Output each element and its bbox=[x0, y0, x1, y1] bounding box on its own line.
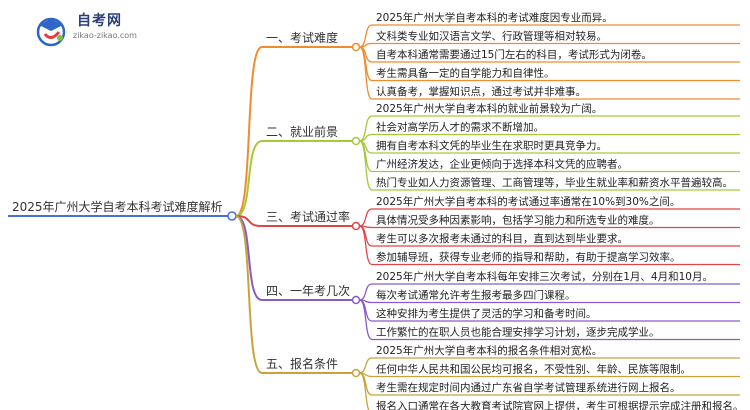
leaf-label: 认真备考，掌握知识点，通过考试并非难事。 bbox=[376, 85, 586, 98]
leaf-connector bbox=[358, 46, 373, 100]
root-node-dot[interactable] bbox=[227, 211, 237, 221]
leaf-connector bbox=[359, 283, 373, 301]
leaf-label: 具体情况受多种因素影响，包括学习能力和所选专业的难度。 bbox=[376, 214, 660, 227]
branch-connector bbox=[235, 140, 263, 217]
leaf-connector bbox=[359, 225, 373, 266]
leaf-label: 这种安排为考生提供了灵活的学习和备考时间。 bbox=[376, 307, 597, 320]
branch-label[interactable]: 三、考试通过率 bbox=[266, 209, 350, 224]
branch-node-dot[interactable] bbox=[351, 368, 361, 378]
branch-connector bbox=[235, 46, 263, 217]
branch-label[interactable]: 五、报名条件 bbox=[266, 356, 338, 371]
leaf-label: 报名入口通常在各大教育考试院官网上提供，考生可根据提示完成注册和报名。 bbox=[376, 400, 744, 410]
leaf-label: 任何中华人民共和国公民均可报名，不受性别、年龄、民族等限制。 bbox=[376, 363, 691, 376]
leaf-connector bbox=[359, 140, 373, 191]
leaf-label: 2025年广州大学自考本科的考试难度因专业而异。 bbox=[376, 11, 613, 24]
leaf-label: 参加辅导班，获得专业老师的指导和帮助，有助于提高学习效率。 bbox=[376, 251, 681, 264]
leaf-label: 文科类专业如汉语言文学、行政管理等相对较易。 bbox=[376, 30, 607, 43]
leaf-connector bbox=[359, 372, 370, 410]
logo-domain: zikao-zikao.com bbox=[73, 31, 137, 40]
graduation-cap-icon bbox=[36, 17, 66, 47]
leaf-label: 2025年广州大学自考本科每年安排三次考试，分别在1月、4月和10月。 bbox=[376, 270, 713, 283]
leaf-label: 2025年广州大学自考本科的考试通过率通常在10%到30%之间。 bbox=[376, 195, 680, 208]
branch-label[interactable]: 四、一年考几次 bbox=[266, 284, 350, 298]
leaf-label: 工作繁忙的在职人员也能合理安排学习计划，逐步完成学业。 bbox=[376, 326, 660, 339]
branch-label[interactable]: 一、考试难度 bbox=[266, 30, 338, 45]
leaf-label: 2025年广州大学自考本科的就业前景较为广阔。 bbox=[376, 102, 602, 115]
leaf-connector bbox=[359, 42, 373, 48]
branch-node-dot[interactable] bbox=[351, 295, 361, 305]
leaf-label: 考生需具备一定的自学能力和自律性。 bbox=[376, 67, 555, 80]
logo-name: 自考网 bbox=[77, 13, 122, 29]
leaf-label: 每次考试通常允许考生报考最多四门课程。 bbox=[376, 289, 576, 302]
site-logo[interactable]: 自考网 zikao-zikao.com bbox=[33, 10, 153, 50]
leaf-label: 社会对高学历人才的需求不断增加。 bbox=[376, 121, 544, 134]
leaf-connector bbox=[359, 357, 373, 374]
leaf-connector bbox=[359, 299, 373, 341]
branch-connector bbox=[235, 215, 263, 374]
leaf-label: 考生可以多次报考未通过的科目，直到达到毕业要求。 bbox=[376, 232, 628, 245]
branch-node-dot[interactable] bbox=[351, 42, 361, 52]
leaf-label: 2025年广州大学自考本科的报名条件相对宽松。 bbox=[376, 344, 602, 357]
branch-node-dot[interactable] bbox=[351, 221, 361, 231]
branch-label[interactable]: 二、就业前景 bbox=[266, 124, 338, 139]
root-label: 2025年广州大学自考本科考试难度解析 bbox=[12, 199, 223, 214]
leaf-label: 自考本科通常需要通过15门左右的科目，考试形式为闭卷。 bbox=[376, 48, 652, 61]
branch-node-dot[interactable] bbox=[351, 136, 361, 146]
leaf-connector bbox=[359, 208, 373, 227]
leaf-label: 广州经济发达，企业更倾向于选择本科文凭的应聘者。 bbox=[376, 158, 628, 171]
leaf-label: 拥有自考本科文凭的毕业生在求职时更具竞争力。 bbox=[376, 139, 607, 152]
leaf-label: 热门专业如人力资源管理、工商管理等，毕业生就业率和薪资水平普遍较高。 bbox=[376, 176, 733, 189]
leaf-label: 考生需在规定时间内通过广东省自学考试管理系统进行网上报名。 bbox=[376, 381, 681, 394]
